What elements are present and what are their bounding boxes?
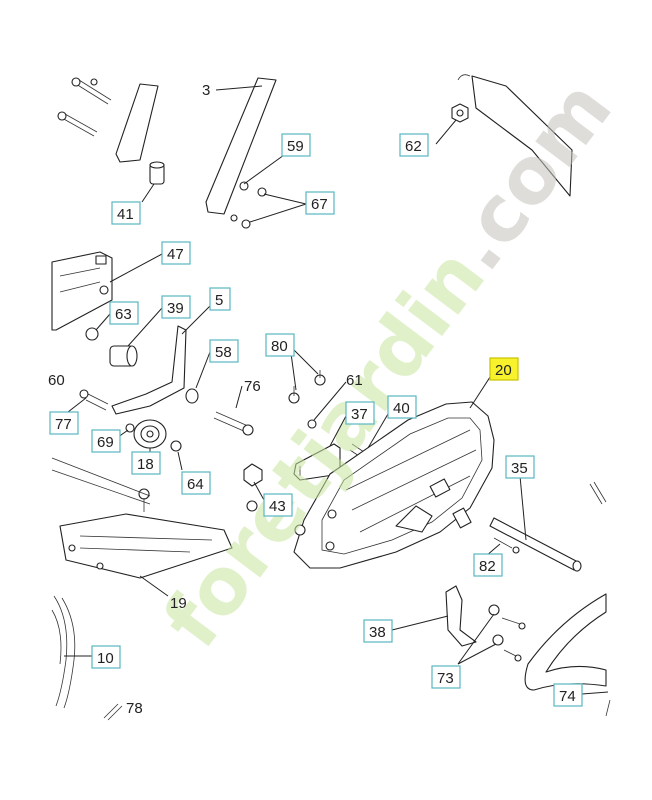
washer-58 [185, 388, 199, 404]
pulley-18 [133, 419, 167, 449]
label-58: 58 [215, 344, 232, 361]
label-19: 19 [170, 595, 187, 612]
bracket-5 [111, 325, 187, 415]
handle-bar-left [115, 83, 159, 163]
label-76: 76 [244, 378, 261, 395]
label-37: 37 [351, 406, 368, 423]
label-35: 35 [511, 460, 528, 477]
nut-63 [85, 327, 99, 341]
label-82: 82 [479, 558, 496, 575]
belt-10 [51, 595, 76, 709]
watermark: foretjardin.com [147, 65, 630, 665]
label-60: 60 [48, 372, 65, 389]
label-78: 78 [126, 700, 143, 717]
bolt-82 [493, 537, 520, 554]
label-77: 77 [55, 416, 72, 433]
shaft-35 [489, 481, 607, 572]
belt-74 [524, 593, 607, 691]
label-47: 47 [167, 246, 184, 263]
label-10: 10 [97, 650, 114, 667]
bolt-76 [213, 411, 254, 436]
platform-19 [59, 488, 233, 579]
blade-top-right [471, 75, 573, 197]
svg-text:foretjardin.com: foretjardin.com [147, 65, 630, 665]
bolt-77 [79, 389, 109, 411]
label-39: 39 [167, 300, 184, 317]
label-40: 40 [393, 400, 410, 417]
watermark-part3: .com [431, 65, 630, 287]
label-63: 63 [115, 306, 132, 323]
bolt-top-left [57, 77, 112, 137]
label-3: 3 [202, 82, 210, 99]
nut-43 [243, 463, 263, 512]
nut-64 [170, 440, 182, 452]
label-80: 80 [271, 338, 288, 355]
handle-bar-3 [205, 77, 277, 215]
bracket-38 [445, 585, 477, 647]
label-74: 74 [559, 688, 576, 705]
label-69: 69 [97, 434, 114, 451]
label-67: 67 [311, 196, 328, 213]
frame-47 [51, 251, 113, 331]
label-18: 18 [137, 456, 154, 473]
nut-67b [241, 219, 251, 229]
bolts-73 [488, 604, 526, 662]
nut-67a [257, 187, 267, 197]
label-5: 5 [215, 292, 223, 309]
label-61: 61 [346, 372, 363, 389]
bushing-39 [109, 345, 138, 367]
nut-59 [239, 181, 249, 191]
label-41: 41 [117, 206, 134, 223]
spacer-41 [149, 161, 165, 185]
label-43: 43 [269, 498, 286, 515]
label-20: 20 [495, 362, 512, 379]
nut-62 [451, 103, 469, 123]
part-labels: 3 59 62 67 41 47 63 39 5 58 80 61 60 76 … [48, 82, 583, 717]
label-62: 62 [405, 138, 422, 155]
label-73: 73 [437, 670, 454, 687]
nut-61 [307, 419, 317, 429]
guard-plate-20 [293, 401, 495, 569]
label-59: 59 [287, 138, 304, 155]
label-38: 38 [369, 624, 386, 641]
parts-drawing [51, 74, 611, 721]
label-64: 64 [187, 476, 204, 493]
